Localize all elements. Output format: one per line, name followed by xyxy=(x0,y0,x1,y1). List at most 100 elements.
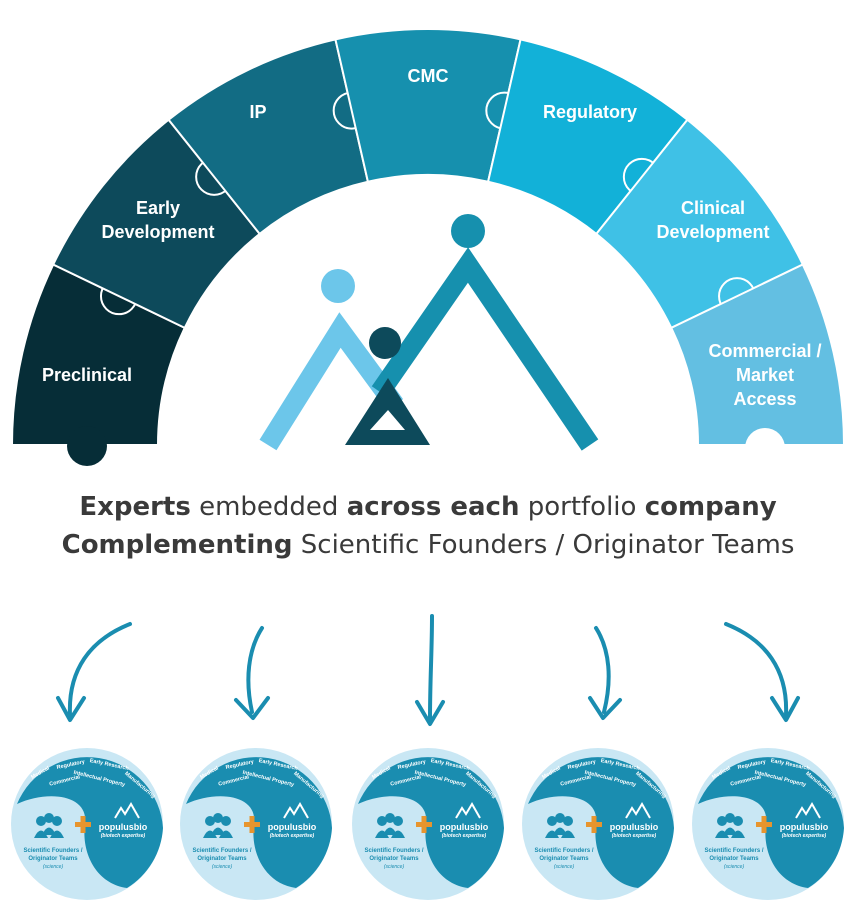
person-body xyxy=(723,827,737,835)
tagline-bold-text: Experts xyxy=(79,492,191,522)
plus-icon xyxy=(75,816,91,833)
person-head xyxy=(52,816,62,826)
team-people-icon xyxy=(545,813,575,838)
arch-segment-label: CMC xyxy=(408,66,449,86)
person-head xyxy=(555,813,565,823)
founders-sub: (science) xyxy=(724,864,745,870)
arrow-head xyxy=(56,696,86,722)
founders-label: Scientific Founders / xyxy=(192,848,251,854)
arch-segment-label: Market xyxy=(736,365,794,385)
person-head xyxy=(717,816,727,826)
person-head xyxy=(563,816,573,826)
down-arrow-icon xyxy=(588,626,622,720)
populusbio-small-logo-icon xyxy=(795,802,821,819)
logo-light-head xyxy=(321,269,355,303)
plus-icon xyxy=(756,816,772,833)
person-head xyxy=(393,816,403,826)
person-body xyxy=(561,830,575,838)
mini-mountain xyxy=(455,802,481,819)
person-head xyxy=(733,816,743,826)
person-head xyxy=(213,813,223,823)
person-body xyxy=(731,830,745,838)
expertise-arch-diagram: PreclinicalEarlyDevelopmentIPCMCRegulato… xyxy=(12,29,846,470)
arch-segment-label: Development xyxy=(656,222,769,242)
arrow-head xyxy=(234,696,270,720)
arch-segment-label: Clinical xyxy=(681,198,745,218)
arch-segment-label: Access xyxy=(733,389,796,409)
brand-name: populusbio xyxy=(99,822,148,832)
arrow-shaft xyxy=(67,622,132,717)
arch-segment-label: Preclinical xyxy=(42,365,132,385)
founders-label: Scientific Founders / xyxy=(364,848,423,854)
brand-name: populusbio xyxy=(780,822,829,832)
arrow-shaft xyxy=(724,622,789,717)
brand-sub: (biotech expertise) xyxy=(101,833,146,839)
arrow-shaft xyxy=(428,614,434,720)
arch-segment: IP xyxy=(167,38,371,236)
founders-sub: (science) xyxy=(554,864,575,870)
plus-bar xyxy=(80,816,86,833)
populusbio-small-logo-icon xyxy=(455,802,481,819)
person-body xyxy=(553,827,567,835)
team-people-icon xyxy=(715,813,745,838)
person-body xyxy=(219,830,233,838)
mini-mountain xyxy=(795,802,821,819)
person-head xyxy=(36,816,46,826)
arrow-head xyxy=(588,696,622,720)
person-head xyxy=(377,816,387,826)
person-head xyxy=(221,816,231,826)
founders-sub: (science) xyxy=(212,864,233,870)
person-body xyxy=(50,830,64,838)
populusbio-small-logo-icon xyxy=(114,802,140,819)
down-arrow-icon xyxy=(724,622,800,722)
founders-label: Originator Teams xyxy=(539,856,589,862)
tagline-line-2: Complementing Scientific Founders / Orig… xyxy=(0,526,856,564)
founders-label: Scientific Founders / xyxy=(704,848,763,854)
brand-sub: (biotech expertise) xyxy=(782,833,827,839)
team-people-icon xyxy=(203,813,233,838)
founders-label: Scientific Founders / xyxy=(23,848,82,854)
tagline-bold-text: across each xyxy=(346,492,520,522)
team-people-icon xyxy=(375,813,405,838)
arch-segment-label: Early xyxy=(136,198,180,218)
populusbio-small-logo-icon xyxy=(625,802,651,819)
brand-sub: (biotech expertise) xyxy=(270,833,315,839)
plus-bar xyxy=(591,816,597,833)
down-arrow-icon xyxy=(415,614,445,726)
tagline-text: portfolio xyxy=(519,492,645,522)
arrow-shaft xyxy=(594,626,611,714)
logo-dark-head xyxy=(369,327,401,359)
tagline: Experts embedded across each portfolio c… xyxy=(0,488,856,564)
tagline-bold-text: Complementing xyxy=(61,530,293,560)
arch-segment-label: Regulatory xyxy=(543,102,637,122)
founders-label: Scientific Founders / xyxy=(534,848,593,854)
arch-segment-shape xyxy=(669,263,846,446)
tagline-text: Scientific Founders / Originator Teams xyxy=(292,530,795,560)
tagline-line-1: Experts embedded across each portfolio c… xyxy=(0,488,856,526)
populusbio-small-logo-icon xyxy=(283,802,309,819)
plus-bar xyxy=(421,816,427,833)
person-body xyxy=(42,827,56,835)
brand-name: populusbio xyxy=(610,822,659,832)
founders-sub: (science) xyxy=(384,864,405,870)
person-body xyxy=(211,827,225,835)
tagline-bold-text: company xyxy=(644,492,777,522)
plus-icon xyxy=(416,816,432,833)
brand-name: populusbio xyxy=(268,822,317,832)
person-head xyxy=(547,816,557,826)
brand-name: populusbio xyxy=(440,822,489,832)
founders-label: Originator Teams xyxy=(709,856,759,862)
logo-mid-peak xyxy=(371,247,599,451)
person-body xyxy=(383,827,397,835)
populus-logo-icon xyxy=(259,214,599,451)
founders-label: Originator Teams xyxy=(369,856,419,862)
plus-bar xyxy=(249,816,255,833)
arch-segment-label: Development xyxy=(101,222,214,242)
founders-label: Originator Teams xyxy=(28,856,78,862)
